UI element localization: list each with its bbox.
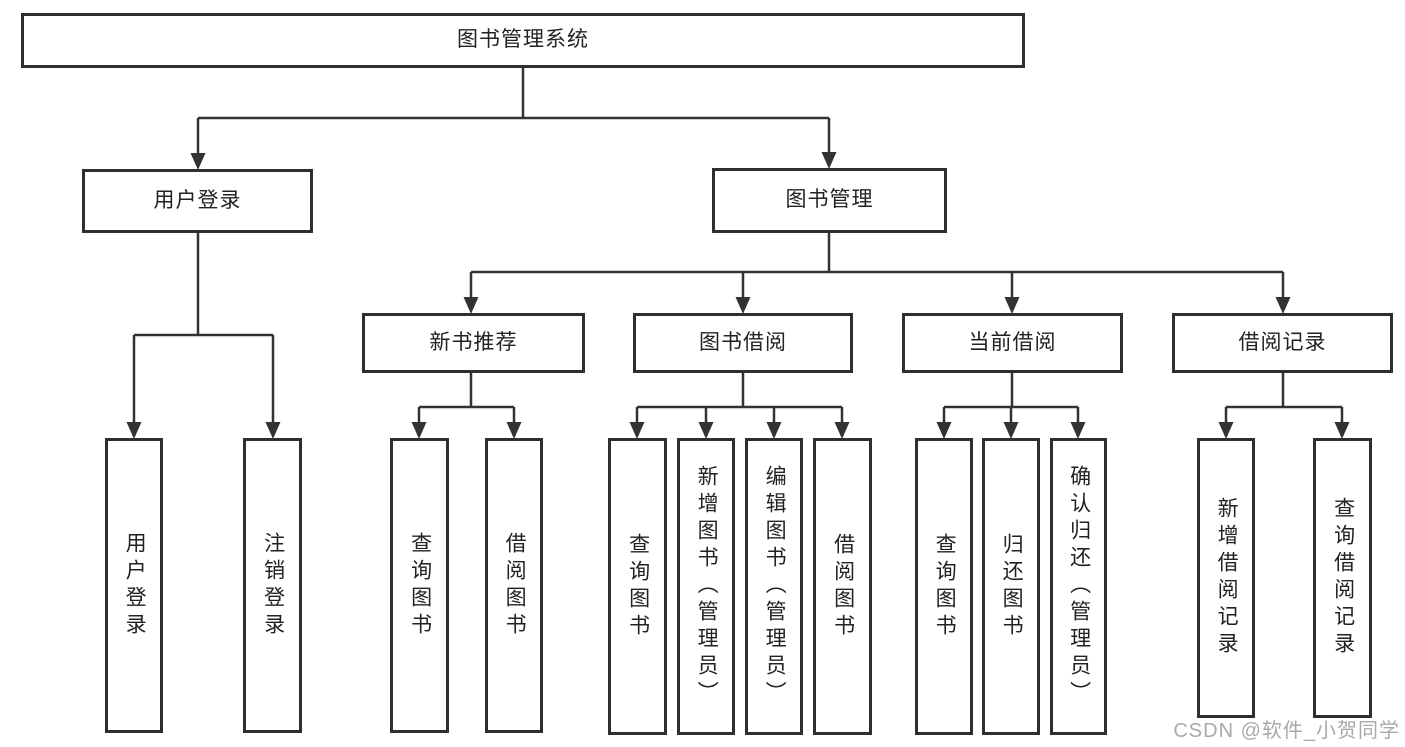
leaf-logout: 注销登录: [243, 438, 302, 733]
leaf-borrow-book-2: 借阅图书: [813, 438, 872, 735]
csdn-watermark: CSDN @软件_小贺同学: [1173, 720, 1400, 742]
arrowheads: [126, 152, 1350, 439]
leaf-return-book: 归还图书: [982, 438, 1040, 735]
leaf-query-book-1: 查询图书: [390, 438, 449, 733]
leaf-borrow-book-1: 借阅图书: [485, 438, 543, 733]
leaf-query-book-2: 查询图书: [608, 438, 667, 735]
leaf-add-borrow-record: 新增借阅记录: [1197, 438, 1255, 718]
node-book-management: 图书管理: [712, 168, 947, 233]
node-borrow-records: 借阅记录: [1172, 313, 1393, 373]
leaf-confirm-return-admin: 确认归还（管理员）: [1050, 438, 1107, 735]
node-user-login: 用户登录: [82, 169, 313, 233]
leaf-query-book-3: 查询图书: [915, 438, 973, 735]
node-new-book-recommend: 新书推荐: [362, 313, 585, 373]
leaf-query-borrow-record: 查询借阅记录: [1313, 438, 1372, 718]
node-library-management-system: 图书管理系统: [21, 13, 1025, 68]
leaf-edit-book-admin: 编辑图书（管理员）: [745, 438, 803, 735]
node-current-borrow: 当前借阅: [902, 313, 1123, 373]
leaf-add-book-admin: 新增图书（管理员）: [677, 438, 735, 735]
leaf-user-login: 用户登录: [105, 438, 163, 733]
node-book-borrow: 图书借阅: [633, 313, 853, 373]
